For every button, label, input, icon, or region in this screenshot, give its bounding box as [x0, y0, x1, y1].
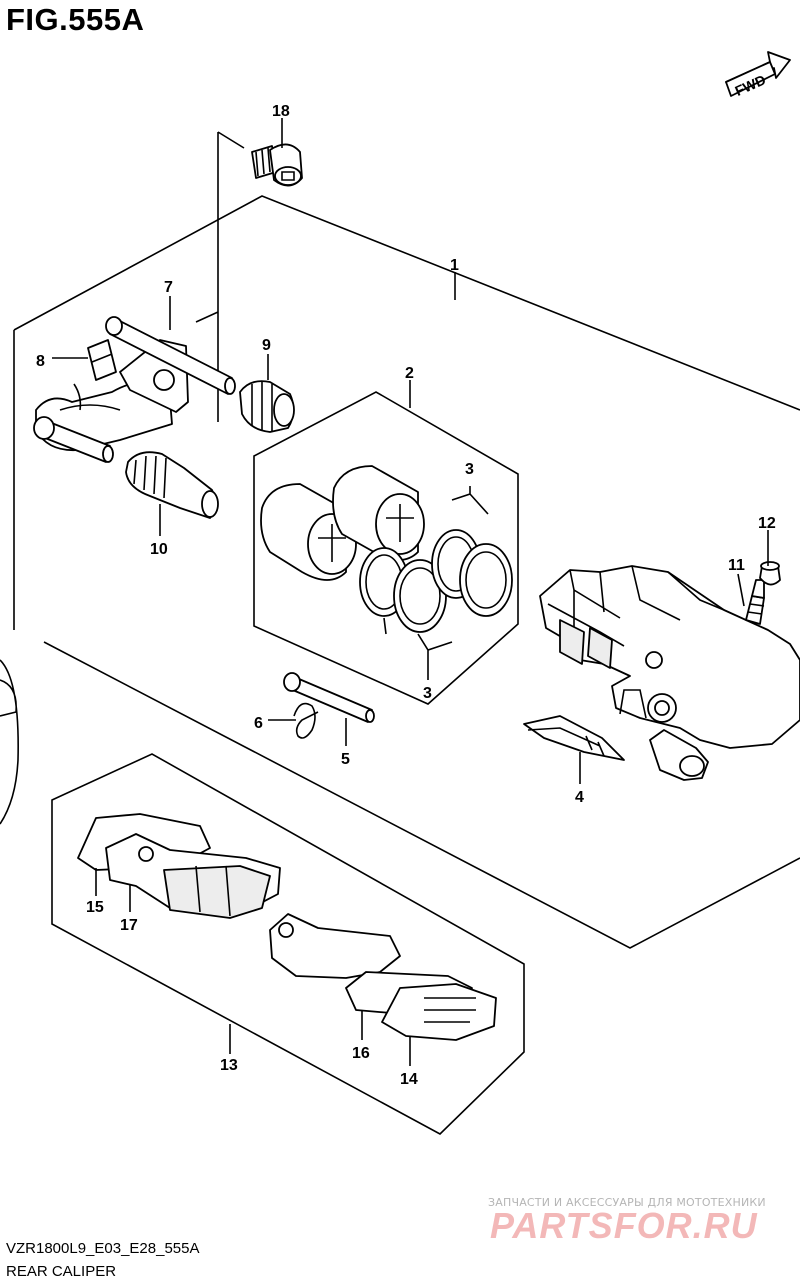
- leader-lines: [52, 118, 769, 1066]
- figure-code: VZR1800L9_E03_E28_555A: [6, 1240, 200, 1257]
- piston-left: [260, 483, 357, 581]
- shim-17: [105, 833, 281, 919]
- pad-set-outline: [51, 753, 525, 1135]
- bleeder-valve-11: [745, 579, 765, 625]
- callout-1: 1: [450, 257, 459, 274]
- seal-3-leaders: [383, 486, 489, 680]
- partial-part-left-edge: [0, 659, 19, 825]
- callout-4: 4: [575, 789, 584, 806]
- watermark-tagline: ЗАПЧАСТИ И АКСЕССУАРЫ ДЛЯ МОТОТЕХНИКИ: [488, 1196, 766, 1209]
- callout-3-upper: 3: [465, 461, 474, 478]
- caliper-body: [539, 565, 800, 781]
- piston-right: [332, 465, 425, 561]
- callout-17: 17: [120, 917, 138, 934]
- callout-15: 15: [86, 899, 104, 916]
- pad-pin-5: [283, 672, 375, 723]
- caliper-assembly-outline: [13, 195, 800, 949]
- boot-9: [239, 380, 295, 433]
- callout-12: 12: [758, 515, 776, 532]
- callout-18: 18: [272, 103, 290, 120]
- callout-5: 5: [341, 751, 350, 768]
- callout-3-lower: 3: [423, 685, 432, 702]
- callout-14: 14: [400, 1071, 418, 1088]
- figure-name: REAR CALIPER: [6, 1263, 117, 1280]
- callout-7: 7: [164, 279, 173, 296]
- callout-numbers: 1 2 3 3 4 5 6 7 8 9 10 11 12 13 14 15 16…: [36, 103, 776, 1088]
- callout-2: 2: [405, 365, 414, 382]
- callout-8: 8: [36, 353, 45, 370]
- callout-9: 9: [262, 337, 271, 354]
- callout-6: 6: [254, 715, 263, 732]
- fwd-direction-badge: FWD: [725, 51, 791, 99]
- slide-pin-upper: [105, 316, 236, 395]
- callout-13: 13: [220, 1057, 238, 1074]
- piston-kit-outline: [253, 391, 519, 705]
- r-clip-6: [293, 702, 319, 739]
- figure-title: FIG.555A: [6, 2, 145, 37]
- callout-11: 11: [728, 557, 745, 574]
- fwd-label: FWD: [732, 71, 768, 99]
- seals-3: [359, 529, 513, 633]
- watermark-brand-logo: PARTSFOR.RU: [490, 1205, 758, 1246]
- callout-16: 16: [352, 1045, 370, 1062]
- clip-8: [87, 339, 117, 381]
- bleeder-cap-12: [759, 561, 781, 586]
- pad-spring-4: [523, 715, 625, 761]
- boot-10: [125, 451, 219, 519]
- bolt-18: [251, 143, 303, 187]
- callout-10: 10: [150, 541, 168, 558]
- shim-14: [381, 983, 497, 1041]
- slide-pin-lower: [33, 416, 114, 463]
